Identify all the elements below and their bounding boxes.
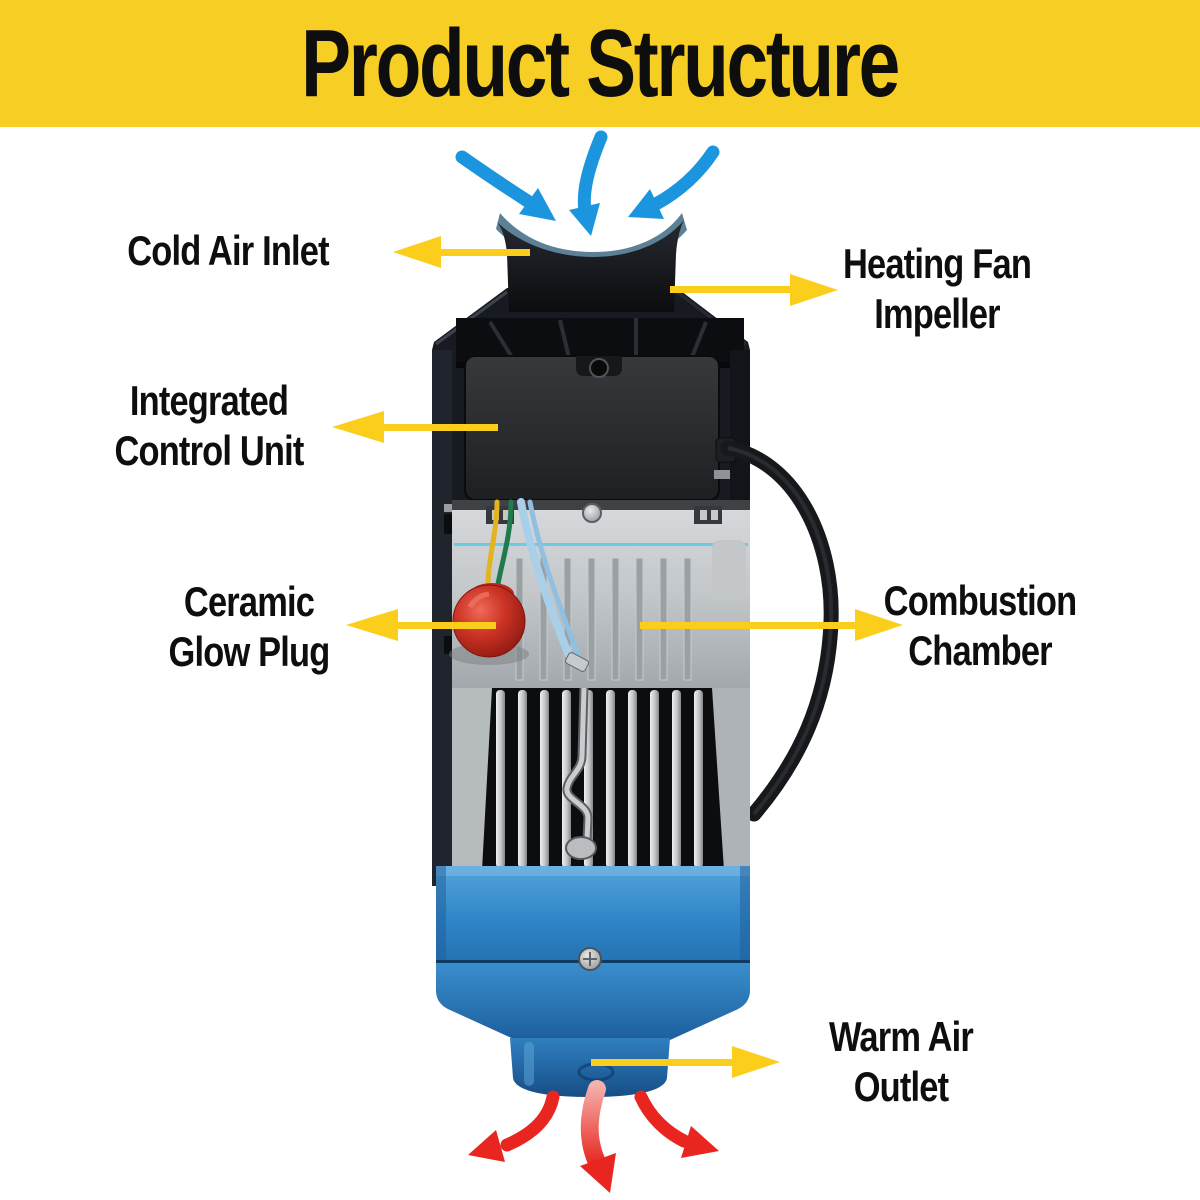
integrated-control-unit-box (464, 355, 720, 501)
label-combustion-chamber: Combustion Chamber (883, 577, 1077, 674)
label-ceramic-glow-plug: Ceramic Glow Plug (168, 578, 331, 675)
page-title: Product Structure (301, 9, 901, 117)
label-warm-air-outlet: Warm Air Outlet (829, 1013, 974, 1110)
cold-air-flow-arrows-icon (455, 130, 720, 236)
label-integrated-control-unit: Integrated Control Unit (114, 377, 304, 474)
yellow-wire (485, 499, 500, 593)
combustion-chamber-body (449, 498, 750, 688)
integrated-control-unit-arrow-icon (332, 411, 498, 443)
heating-fan-impeller-arrow-icon (670, 274, 838, 306)
heater-illustration (432, 213, 839, 1097)
label-cold-air-inlet: Cold Air Inlet (127, 227, 329, 275)
cold-air-inlet-port (496, 213, 687, 312)
blue-wire (517, 498, 575, 664)
warm-air-flow-arrows-icon (468, 1080, 719, 1193)
cold-air-inlet-arrow-icon (393, 236, 530, 268)
ceramic-glow-plug-part (449, 583, 529, 665)
ceramic-glow-plug-arrow-icon (346, 609, 496, 641)
combustion-chamber-arrow-icon (640, 609, 903, 641)
wiring-harness-cable (720, 440, 839, 822)
blue-wire-2 (527, 499, 581, 658)
label-heating-fan-impeller: Heating Fan Impeller (842, 240, 1032, 337)
title-banner: Product Structure (0, 0, 1200, 127)
heat-exchanger-fins (452, 687, 750, 870)
blue-lower-housing (436, 866, 750, 1097)
callout-arrows (332, 236, 903, 1078)
warm-air-outlet-port (510, 1038, 670, 1097)
warm-air-outlet-arrow-icon (591, 1046, 780, 1078)
